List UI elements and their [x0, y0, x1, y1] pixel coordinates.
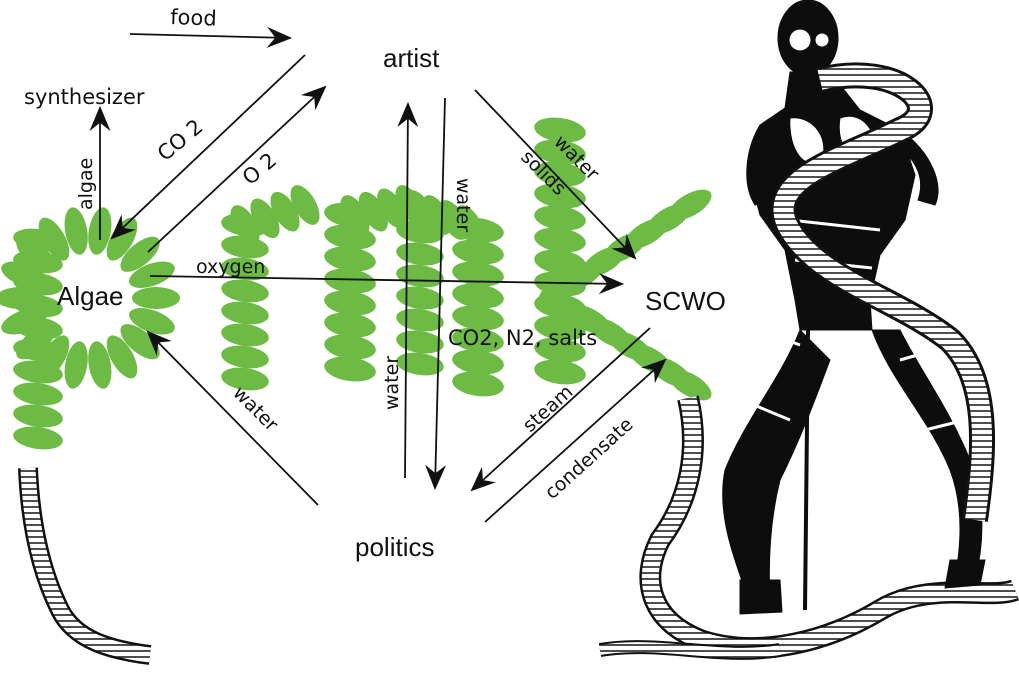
figure-illustration: [723, 0, 985, 614]
hose-left: [28, 468, 150, 655]
arrow-food: [130, 34, 290, 38]
label-co2: CO 2: [153, 115, 208, 166]
watermark-leaf: [395, 240, 446, 268]
watermark-leaf: [12, 402, 65, 431]
watermark-leaf: [395, 262, 446, 290]
watermark-leaf: [220, 343, 271, 371]
watermark-leaf: [220, 321, 271, 349]
label-algae-flow: algae: [75, 158, 97, 210]
watermark-leaf: [12, 424, 65, 453]
node-artist: artist: [383, 43, 440, 73]
watermark-leaf: [220, 277, 271, 305]
watermark-leaf: [395, 306, 446, 334]
watermark-leaf: [132, 287, 180, 309]
label-steam: steam: [519, 381, 578, 437]
watermark-leaf: [451, 368, 506, 399]
node-algae: Algae: [57, 281, 124, 311]
label-o2: O 2: [238, 148, 281, 190]
label-water-down: water: [452, 178, 474, 232]
arrow-condensate: [485, 360, 665, 522]
watermark-leaf: [395, 284, 446, 312]
node-labels: artist Algae SCWO politics synthesizer: [24, 43, 726, 562]
node-synthesizer: synthesizer: [24, 85, 145, 109]
watermark-leaf: [12, 380, 65, 409]
label-food: food: [170, 5, 217, 31]
node-scwo: SCWO: [645, 286, 726, 316]
watermark-leaf: [323, 353, 378, 384]
label-water-up: water: [381, 356, 403, 410]
node-politics: politics: [355, 532, 434, 562]
label-products: CO2, N2, salts: [448, 326, 597, 350]
label-oxygen: oxygen: [196, 256, 265, 278]
watermark-leaf: [220, 299, 271, 327]
